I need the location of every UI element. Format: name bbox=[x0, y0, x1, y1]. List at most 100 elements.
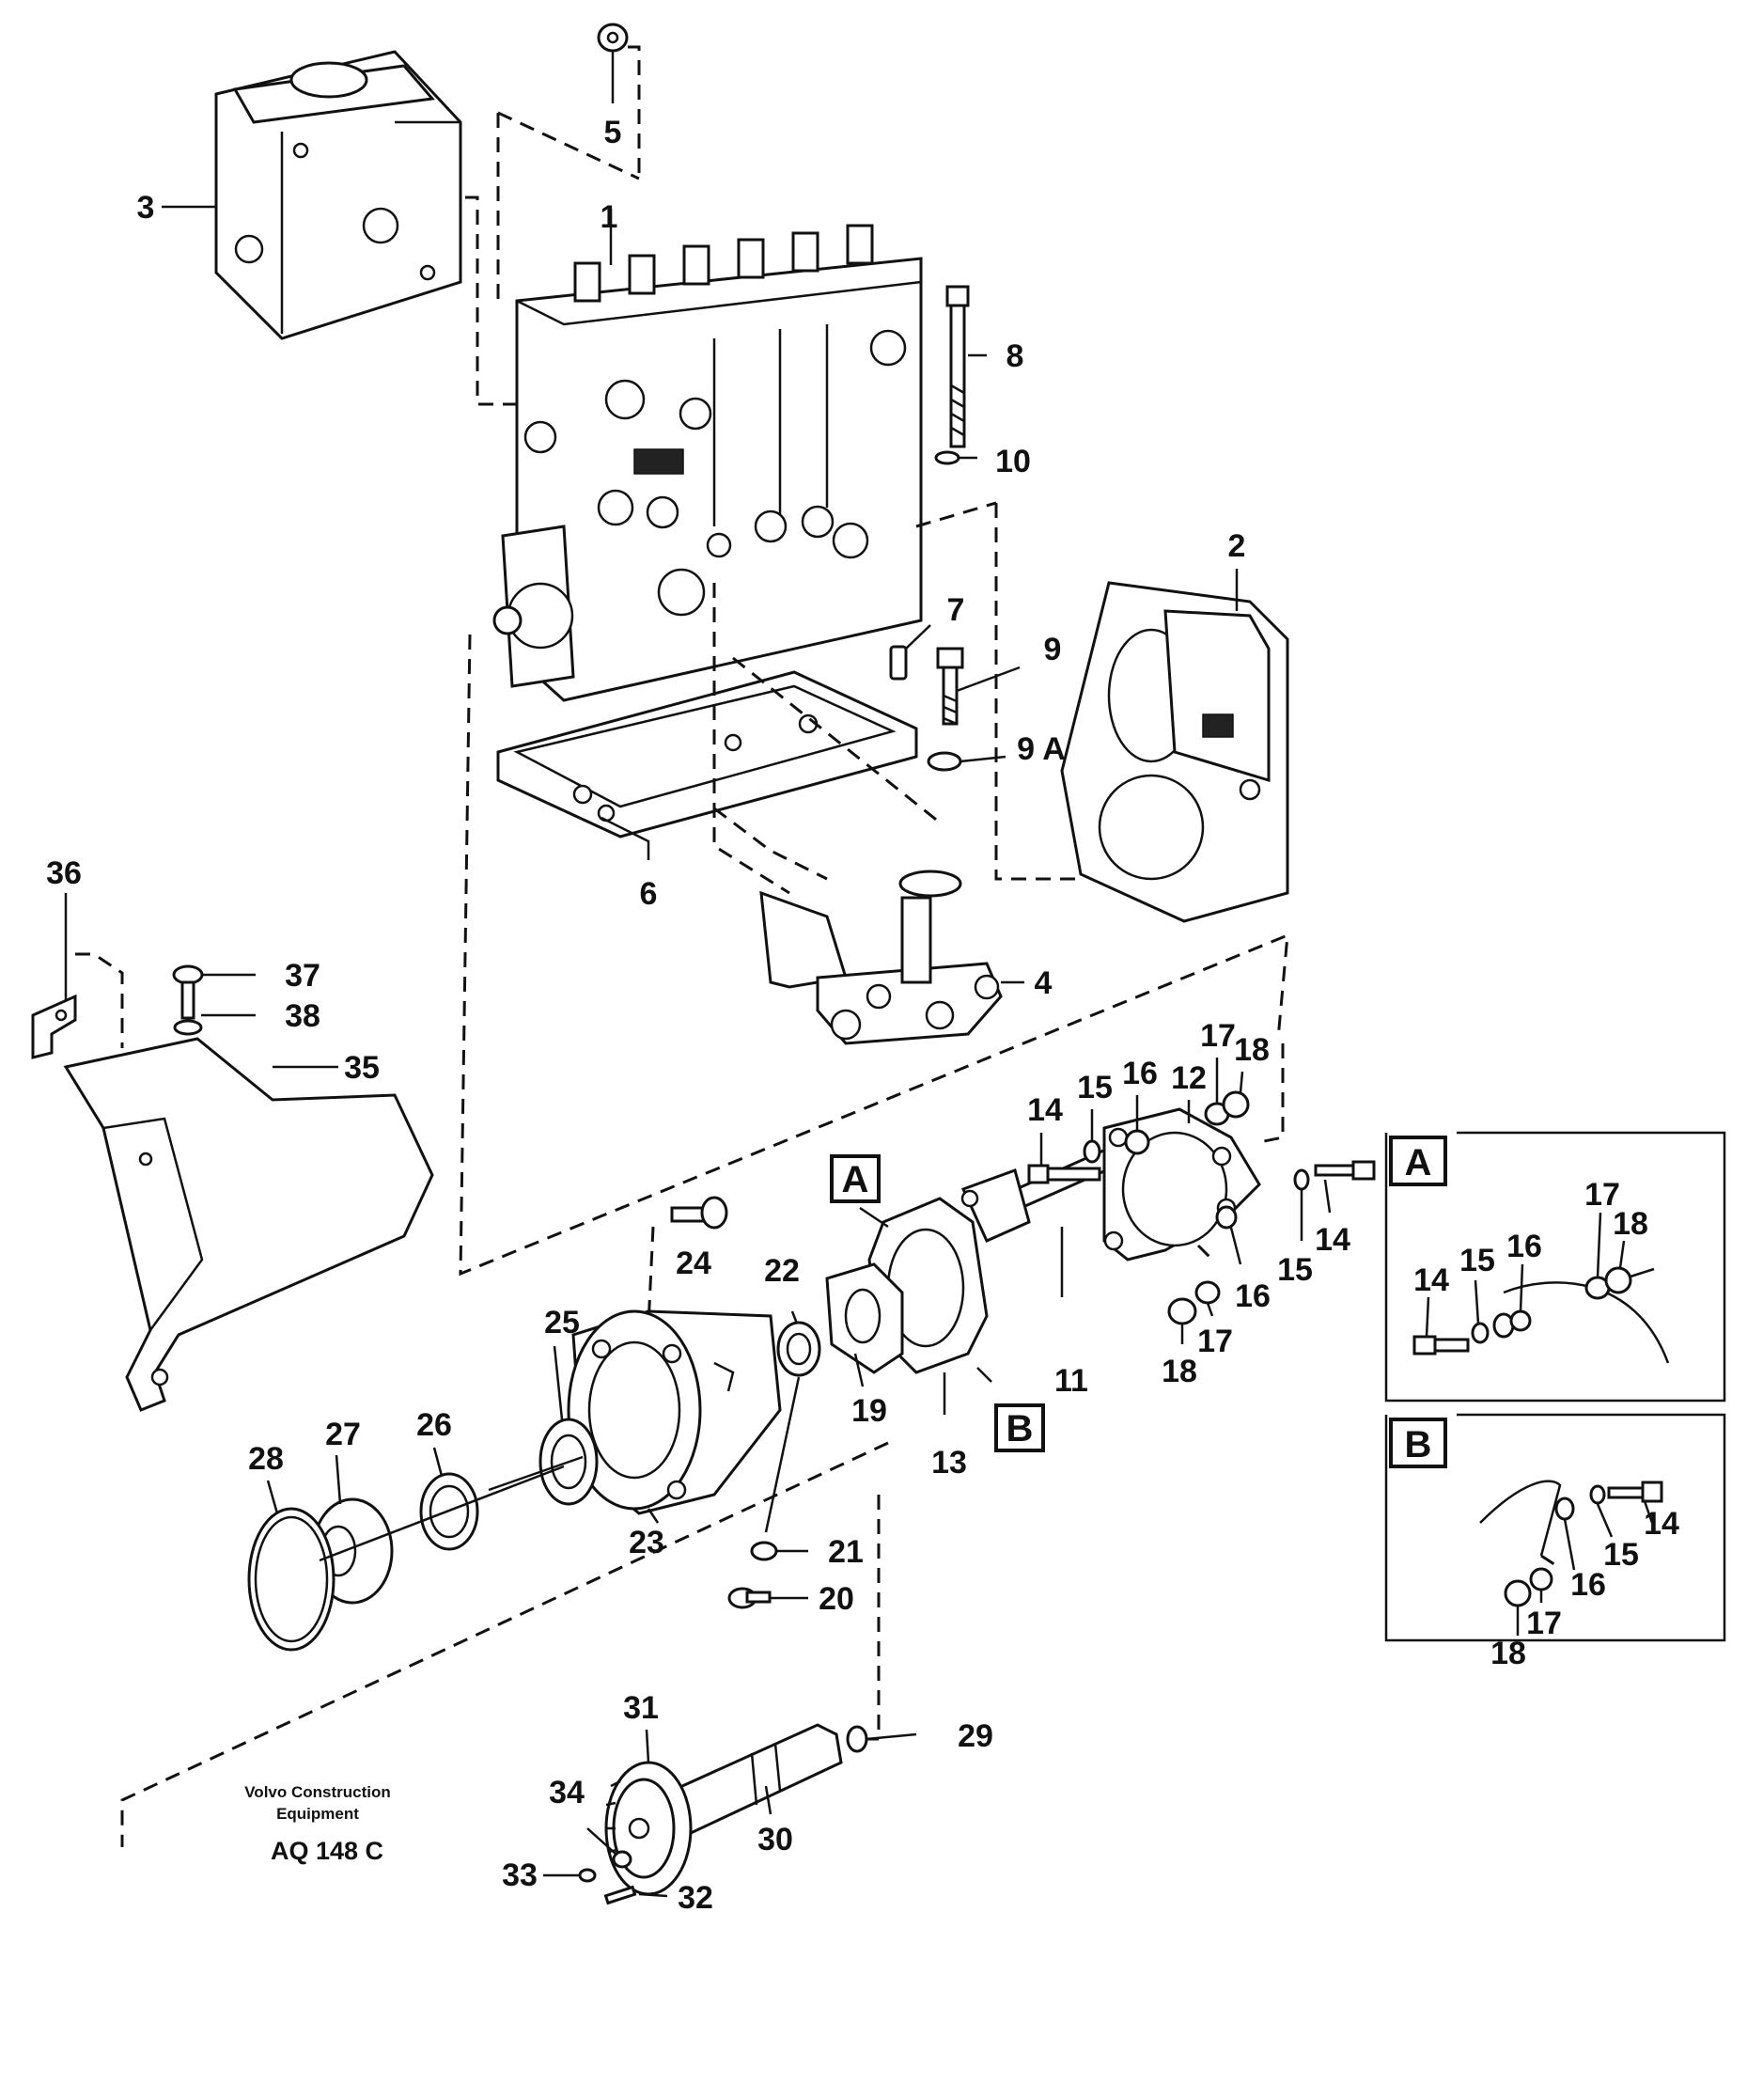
part-10-washer bbox=[934, 450, 960, 465]
part-23-drive-housing bbox=[567, 1309, 782, 1515]
part-32-pin bbox=[603, 1885, 637, 1905]
svg-text:A: A bbox=[1405, 1142, 1432, 1183]
callout-3: 3 bbox=[137, 190, 155, 226]
callout-13: 13 bbox=[931, 1445, 967, 1481]
callout-37: 37 bbox=[285, 958, 320, 994]
callout-32: 32 bbox=[678, 1880, 713, 1916]
part-15-washer-a bbox=[1083, 1139, 1101, 1164]
callout-9: 9 bbox=[1044, 632, 1062, 667]
part-22-seal bbox=[776, 1321, 821, 1377]
callout-2: 2 bbox=[1228, 528, 1246, 564]
callout-16a: 16 bbox=[1122, 1056, 1158, 1091]
callout-1: 1 bbox=[601, 199, 618, 235]
part-7-dowel bbox=[889, 645, 908, 681]
part-29-key bbox=[846, 1725, 868, 1753]
callout-18a: 18 bbox=[1234, 1032, 1270, 1068]
callout-15b: 15 bbox=[1277, 1252, 1313, 1288]
callout-17a: 17 bbox=[1200, 1018, 1236, 1054]
callout-25: 25 bbox=[544, 1305, 580, 1340]
svg-text:A: A bbox=[842, 1159, 869, 1200]
detail-a-callout-16: 16 bbox=[1506, 1229, 1542, 1264]
callout-11: 11 bbox=[1054, 1363, 1088, 1399]
part-36-bracket bbox=[31, 994, 77, 1059]
callout-36: 36 bbox=[46, 855, 82, 891]
callout-15a: 15 bbox=[1077, 1070, 1113, 1105]
callout-6: 6 bbox=[640, 876, 658, 912]
flag-b: B bbox=[994, 1403, 1045, 1452]
detail-b-labels: 14 15 16 17 18 bbox=[1490, 1506, 1679, 1671]
part-21-washer bbox=[750, 1541, 778, 1561]
part-2-governor bbox=[1060, 581, 1289, 923]
detail-a-labels: 14 15 16 17 18 bbox=[1413, 1177, 1648, 1298]
part-17-nut-b bbox=[1194, 1280, 1221, 1305]
callout-18b: 18 bbox=[1162, 1354, 1197, 1389]
caption-line-2: Equipment bbox=[276, 1805, 359, 1823]
svg-text:B: B bbox=[1405, 1424, 1432, 1465]
part-31-gear bbox=[604, 1761, 693, 1896]
callout-38: 38 bbox=[285, 998, 320, 1034]
detail-a-inset: A bbox=[1384, 1131, 1726, 1403]
callout-10: 10 bbox=[995, 444, 1031, 479]
part-20-screw bbox=[727, 1587, 772, 1609]
part-15-washer-b bbox=[1293, 1168, 1310, 1191]
part-24-screw bbox=[670, 1196, 728, 1230]
callout-8: 8 bbox=[1006, 338, 1024, 374]
part-18-nut-a bbox=[1222, 1090, 1250, 1119]
callout-21: 21 bbox=[828, 1534, 864, 1570]
callout-26: 26 bbox=[416, 1407, 452, 1443]
part-38-washer bbox=[173, 1019, 203, 1036]
svg-text:B: B bbox=[1006, 1408, 1034, 1450]
detail-b-callout-18: 18 bbox=[1490, 1636, 1526, 1671]
callout-14a: 14 bbox=[1027, 1092, 1063, 1128]
callout-14b: 14 bbox=[1315, 1222, 1350, 1258]
part-9-bolt bbox=[936, 647, 964, 726]
callout-30: 30 bbox=[757, 1822, 793, 1857]
part-14-bolt-a bbox=[1027, 1164, 1101, 1184]
part-3-cover bbox=[214, 50, 462, 340]
part-35-heat-shield bbox=[63, 1037, 434, 1412]
flag-a: A bbox=[830, 1154, 881, 1203]
callout-5: 5 bbox=[604, 115, 622, 150]
callout-29: 29 bbox=[958, 1718, 993, 1754]
detail-a-callout-14: 14 bbox=[1413, 1262, 1449, 1298]
part-4-feed-pump bbox=[759, 870, 1003, 1045]
detail-b-inset: B bbox=[1384, 1413, 1726, 1642]
callout-4: 4 bbox=[1035, 965, 1053, 1001]
callout-35: 35 bbox=[344, 1050, 380, 1086]
callout-33: 33 bbox=[502, 1857, 538, 1893]
caption-line-1: Volvo Construction bbox=[244, 1783, 391, 1801]
part-19-flange bbox=[825, 1262, 904, 1374]
detail-a-callout-15: 15 bbox=[1459, 1243, 1495, 1278]
detail-b-callout-15: 15 bbox=[1603, 1537, 1639, 1573]
callout-19: 19 bbox=[851, 1393, 887, 1429]
callout-labels: 1 2 3 4 5 6 7 8 9 9 A 10 11 12 13 14 14 … bbox=[46, 115, 1350, 1916]
callout-23: 23 bbox=[629, 1525, 664, 1560]
part-16-lockwasher-a bbox=[1124, 1129, 1150, 1155]
callout-28: 28 bbox=[248, 1441, 284, 1477]
part-14-bolt-b bbox=[1314, 1160, 1376, 1181]
detail-b-callout-16: 16 bbox=[1570, 1567, 1606, 1603]
callout-31: 31 bbox=[623, 1690, 659, 1726]
caption: Volvo Construction Equipment AQ 148 C bbox=[244, 1783, 391, 1865]
detail-a-callout-17: 17 bbox=[1584, 1177, 1620, 1213]
detail-b-callout-17: 17 bbox=[1526, 1606, 1562, 1641]
callout-22: 22 bbox=[764, 1253, 800, 1289]
part-18-nut-b bbox=[1167, 1297, 1197, 1325]
detail-b-callout-14: 14 bbox=[1644, 1506, 1679, 1542]
part-1-injection-pump bbox=[492, 224, 923, 702]
callout-7: 7 bbox=[947, 592, 965, 628]
callout-12: 12 bbox=[1171, 1060, 1207, 1096]
pump-outlets bbox=[573, 224, 874, 303]
part-33-screw bbox=[578, 1868, 597, 1883]
callout-16b: 16 bbox=[1235, 1278, 1271, 1314]
callout-27: 27 bbox=[325, 1417, 361, 1452]
part-8-bolt bbox=[945, 285, 970, 448]
part-5-washer bbox=[597, 23, 629, 53]
part-30-shaft bbox=[670, 1723, 843, 1836]
callout-9a: 9 A bbox=[1017, 731, 1066, 767]
part-16-lockwasher-b bbox=[1215, 1205, 1238, 1230]
callout-34: 34 bbox=[549, 1775, 585, 1810]
callout-24: 24 bbox=[676, 1246, 711, 1281]
part-12-flange bbox=[1102, 1107, 1261, 1262]
